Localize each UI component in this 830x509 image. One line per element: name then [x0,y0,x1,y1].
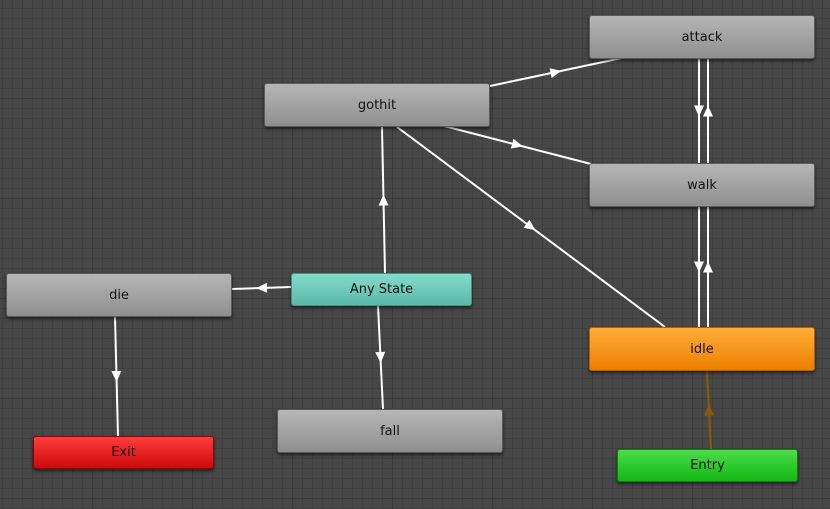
transition-attack-to-walk[interactable] [694,59,704,163]
state-exit-label: Exit [111,445,136,460]
arrowhead-icon [694,105,704,117]
state-die[interactable]: die [6,273,232,317]
state-entry[interactable]: Entry [617,449,798,482]
state-fall-label: fall [380,423,400,439]
state-attack[interactable]: attack [589,15,815,59]
transition-entry-to-idle[interactable] [704,370,715,450]
transition-any-to-fall[interactable] [375,305,386,410]
state-walk-label: walk [687,177,717,193]
transition-any-to-gothit[interactable] [378,126,389,274]
arrowhead-icon [549,68,562,79]
arrowhead-icon [704,404,715,416]
arrowhead-icon [523,219,536,231]
transition-walk-to-idle[interactable] [694,207,704,327]
state-idle[interactable]: idle [589,327,815,371]
state-walk[interactable]: walk [589,163,815,207]
state-attack-label: attack [681,29,723,45]
transition-gothit-to-idle[interactable] [396,126,666,328]
transition-gothit-to-attack[interactable] [489,57,623,87]
arrowhead-icon [703,105,713,117]
state-any-state[interactable]: Any State [291,273,472,306]
arrowhead-icon [375,351,386,363]
arrowhead-icon [378,194,389,206]
arrowhead-icon [510,138,523,149]
transition-idle-to-walk[interactable] [703,207,713,327]
arrowhead-icon [256,282,268,293]
transition-walk-to-attack[interactable] [703,59,713,163]
transition-die-to-exit[interactable] [111,316,122,437]
arrowhead-icon [111,370,122,382]
state-idle-label: idle [690,341,714,357]
transition-gothit-to-walk[interactable] [443,125,592,165]
arrowhead-icon [703,261,713,273]
arrowhead-icon [694,261,704,273]
transition-any-to-die[interactable] [231,282,292,293]
state-gothit[interactable]: gothit [264,83,490,127]
state-gothit-label: gothit [357,97,397,113]
state-die-label: die [109,287,129,303]
state-fall[interactable]: fall [277,409,503,453]
state-entry-label: Entry [690,458,725,473]
state-exit[interactable]: Exit [33,436,214,469]
state-any-state-label: Any State [349,282,414,297]
